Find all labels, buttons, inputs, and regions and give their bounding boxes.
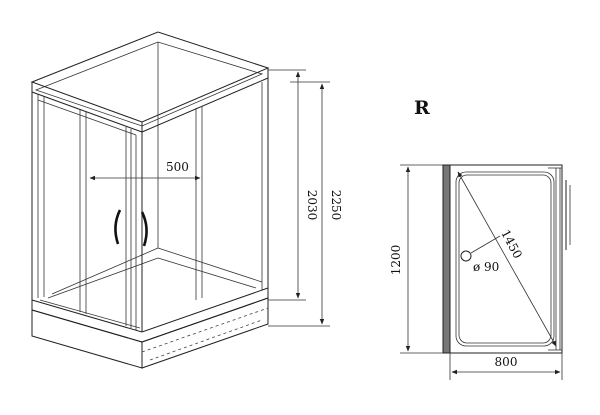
- cabin-base: [32, 310, 142, 368]
- total-height-dimension-label: 2250: [329, 190, 343, 221]
- diagonal-dimension-line: [458, 172, 556, 346]
- door-handle-right: [142, 212, 147, 246]
- drain-icon: [461, 251, 471, 261]
- diagonal-dimension-label: 1450: [498, 227, 525, 261]
- perspective-view: 500 2030 2250: [32, 32, 343, 368]
- depth-dimension-label: 1200: [389, 245, 403, 276]
- plan-width-dimension-label: 800: [495, 355, 518, 369]
- inner-height-dimension-label: 2030: [305, 190, 319, 221]
- door-handle-left: [115, 210, 120, 244]
- shower-tray: [32, 288, 268, 342]
- wall-hatch: [443, 165, 450, 353]
- width-dimension-label: 500: [166, 160, 189, 174]
- side-label: R: [414, 97, 430, 119]
- plan-outer-frame: [450, 165, 562, 353]
- drain-label: ø 90: [473, 260, 499, 274]
- plan-tray: [456, 172, 554, 346]
- plan-view: R 1450 ø 90 1200 800: [389, 97, 570, 380]
